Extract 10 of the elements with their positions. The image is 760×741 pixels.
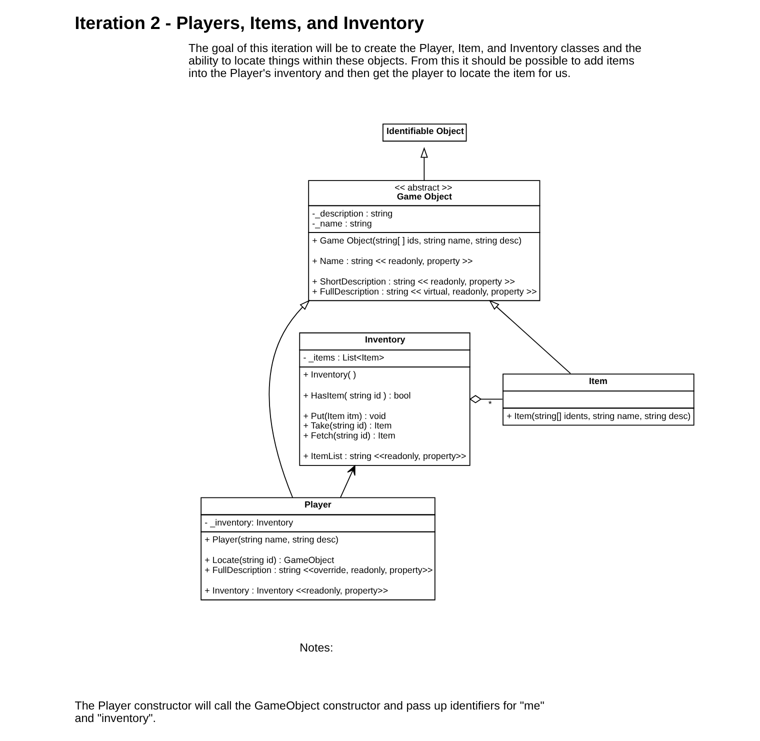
label: The Player constructor will call the GameObject constructor and pass up identifiers for "me" and "inventory". bbox=[74, 700, 544, 726]
arrow bbox=[268, 300, 310, 498]
edge-label: * bbox=[488, 399, 492, 410]
connector bbox=[468, 395, 502, 404]
label: The goal of this iteration will be to create the Player, Item, and Inventory classes and the ability to locate things within these objects. From this it should be possible to add items into the Player's inventory and then get the player to locate the item for us. bbox=[188, 42, 642, 80]
arrow bbox=[340, 465, 355, 498]
arrow bbox=[488, 300, 570, 374]
diagram-title: Iteration 2 - Players, Items, and Inventory bbox=[74, 13, 424, 34]
arrow bbox=[420, 147, 428, 181]
label: Notes: bbox=[299, 641, 333, 654]
